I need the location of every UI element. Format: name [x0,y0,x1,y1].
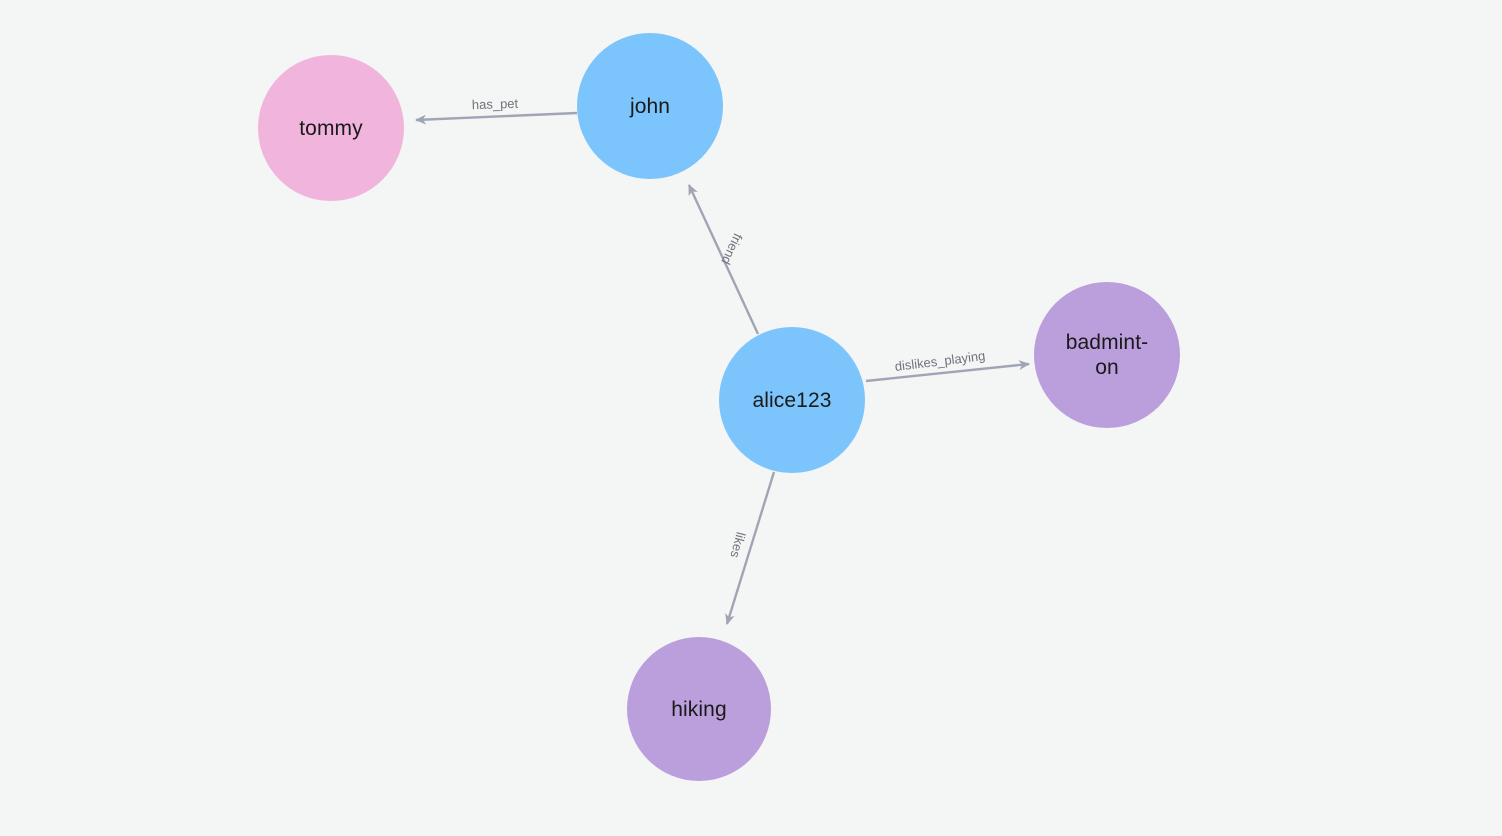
edge-friend[interactable] [687,184,760,335]
graph-node-hiking[interactable]: hiking [627,637,771,781]
edge-label-has-pet: has_pet [471,95,519,113]
graph-node-label: tommy [299,116,363,140]
graph-node-alice123[interactable]: alice123 [719,327,865,473]
graph-node-john[interactable]: john [577,33,723,179]
graph-node-label: badmint-on [1065,331,1149,379]
graph-node-label: alice123 [752,388,832,412]
edge-dislikes-playing[interactable] [865,360,1030,383]
edge-likes[interactable] [725,471,776,625]
graph-node-tommy[interactable]: tommy [258,55,404,201]
edge-has-pet[interactable] [415,111,578,125]
graph-node-label: john [629,94,671,118]
graph-node-badminton[interactable]: badmint-on [1034,282,1180,428]
graph-node-label: hiking [671,697,727,721]
